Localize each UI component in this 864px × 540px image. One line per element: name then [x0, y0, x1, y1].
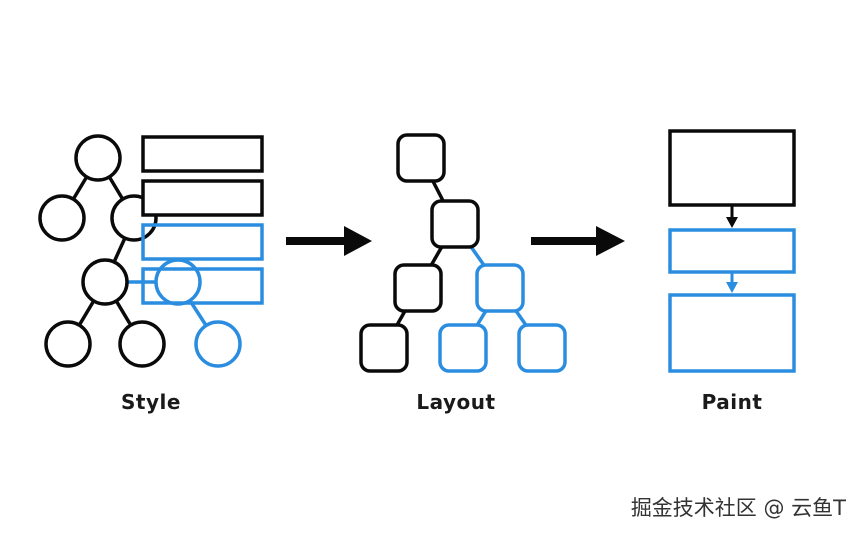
layout-box-node-highlight [475, 263, 525, 313]
layout-box-node-highlight [517, 323, 567, 373]
layout-tree-edges [382, 157, 457, 349]
tree-node [44, 320, 92, 368]
style-rule-boxes [141, 135, 264, 305]
paint-stage [668, 129, 796, 373]
style-stage [38, 134, 264, 368]
tree-node [38, 194, 86, 242]
style-rule-box [141, 179, 264, 217]
layout-box-node [393, 263, 443, 313]
style-tree-nodes-highlight [154, 258, 242, 368]
watermark-text: 掘金技术社区 @ 云鱼T [630, 496, 846, 520]
paint-layer-box-highlight [668, 228, 796, 274]
arrow-head [596, 226, 625, 256]
arrow-head [344, 226, 372, 256]
paint-layer-box-highlight [668, 293, 796, 373]
style-rule-box-highlight [141, 223, 264, 261]
style-rule-box [141, 135, 264, 173]
tree-node-highlight [154, 258, 202, 306]
arrow-layout-to-paint [531, 226, 625, 256]
layout-stage [359, 133, 567, 373]
layout-tree-nodes-highlight [438, 263, 567, 373]
layout-box-node [396, 133, 446, 183]
stage-label-layout: Layout [416, 390, 496, 414]
style-tree-edges [60, 157, 144, 345]
paint-arrow-head-highlight [726, 282, 738, 293]
style-rule-box-highlight [141, 267, 264, 305]
paint-layer-box [668, 129, 796, 207]
paint-arrow-head [726, 217, 738, 228]
tree-node [81, 258, 129, 306]
layout-box-node [359, 323, 409, 373]
layout-box-node [430, 199, 480, 249]
stage-label-paint: Paint [701, 390, 763, 414]
tree-node-highlight [194, 320, 242, 368]
tree-node [74, 134, 122, 182]
tree-node [118, 320, 166, 368]
stage-label-style: Style [121, 390, 181, 414]
layout-tree-nodes [359, 133, 480, 373]
arrow-style-to-layout [286, 226, 372, 256]
layout-box-node-highlight [438, 323, 488, 373]
